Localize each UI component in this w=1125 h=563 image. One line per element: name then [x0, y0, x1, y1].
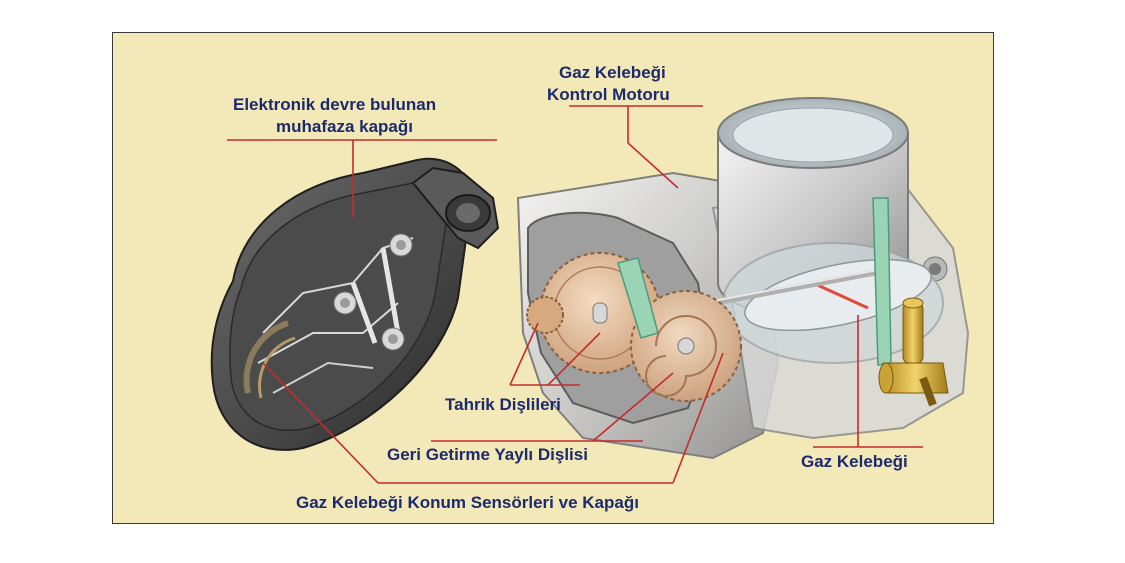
label-motor-line2: Kontrol Motoru	[547, 85, 670, 104]
label-return-gear: Geri Getirme Yaylı Dişlisi	[387, 445, 588, 464]
throttle-body-drawing	[516, 97, 970, 460]
label-motor-line1: Gaz Kelebeği	[559, 63, 666, 82]
leader-lines	[227, 105, 923, 484]
label-drive-gears: Tahrik Dişlileri	[445, 395, 561, 414]
diagram-panel: Elektronik devre bulunan muhafaza kapağı…	[112, 32, 994, 524]
return-gear-drawing	[630, 290, 742, 402]
label-position-sensors: Gaz Kelebeği Konum Sensörleri ve Kapağı	[296, 493, 639, 512]
label-cover-line1: Elektronik devre bulunan	[233, 95, 437, 114]
label-cover-line2: muhafaza kapağı	[276, 117, 413, 136]
label-throttle-valve: Gaz Kelebeği	[801, 452, 908, 471]
coolant-fitting-drawing	[878, 297, 949, 407]
throttle-body-illustration	[113, 33, 993, 523]
